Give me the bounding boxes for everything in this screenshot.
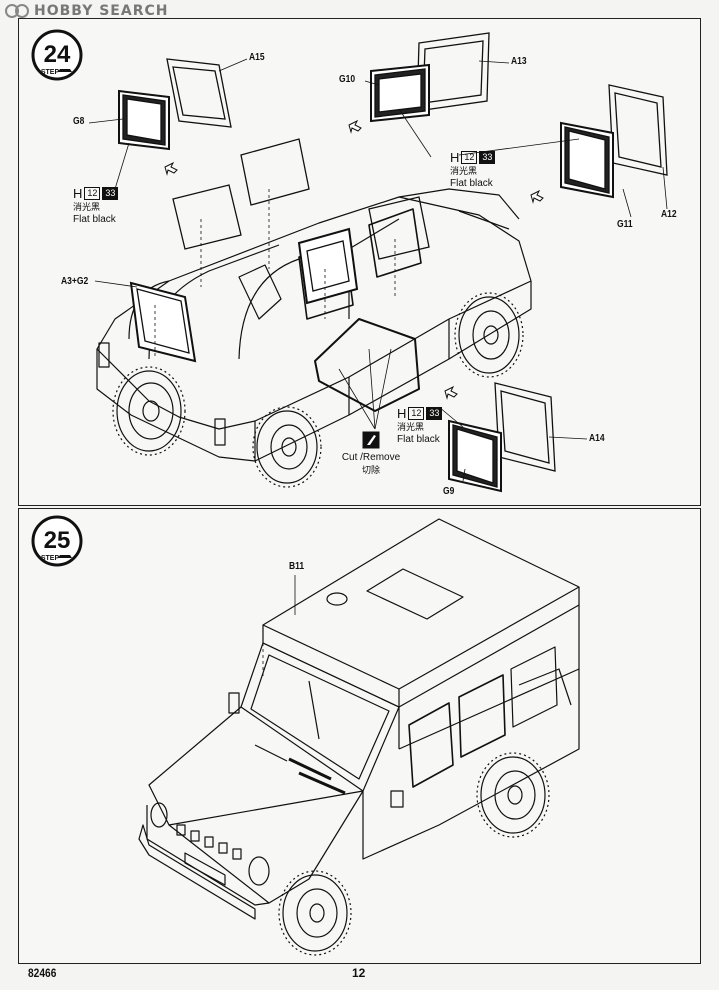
part-label-a13: A13 <box>511 56 527 67</box>
step-24-number: 24 <box>44 41 71 68</box>
step-25-number: 25 <box>44 527 71 554</box>
step-24-panel: 24 STEP <box>18 18 701 506</box>
hobby-search-logo-icon <box>5 4 29 18</box>
part-label-a14: A14 <box>589 433 605 444</box>
paint-name-cn: 消光黑 <box>73 202 101 213</box>
paint-name-cn: 消光黑 <box>450 166 478 177</box>
step-25-drawing <box>138 518 580 956</box>
step-24-badge: 24 STEP <box>31 29 83 81</box>
watermark: HOBBY SEARCH <box>4 2 168 20</box>
paint-code-box: 12 <box>461 151 478 164</box>
part-label-b11: B11 <box>289 561 305 572</box>
paint-name-cn: 消光黑 <box>397 422 425 433</box>
paint-name-en: Flat black <box>450 177 493 189</box>
tank-icon <box>58 555 72 558</box>
paint-code-box-dark: 33 <box>479 151 496 164</box>
step-24-drawing <box>88 32 668 493</box>
paint-code-box: 12 <box>84 187 101 200</box>
cut-remove-text: Cut /Remove <box>341 452 401 463</box>
part-label-a12: A12 <box>661 209 677 220</box>
tank-icon <box>58 69 72 72</box>
paint-name-en: Flat black <box>397 433 440 445</box>
step-25-badge: 25 STEP <box>31 515 83 567</box>
cut-remove-note: Cut /Remove 切除 <box>331 431 411 476</box>
page-number: 12 <box>352 966 366 980</box>
part-label-g10: G10 <box>339 74 356 85</box>
paint-name-en: Flat black <box>73 213 116 225</box>
paint-letter: H <box>73 185 83 201</box>
part-label-a3-g2: A3+G2 <box>61 276 89 287</box>
part-label-a15: A15 <box>249 52 265 63</box>
part-label-g11: G11 <box>617 219 633 230</box>
step-24-word: STEP <box>41 69 60 76</box>
paint-letter: H <box>450 149 460 165</box>
product-code: 82466 <box>28 966 57 980</box>
paint-code-box-dark: 33 <box>102 187 119 200</box>
part-label-g8: G8 <box>73 116 85 127</box>
paint-code-box-dark: 33 <box>426 407 443 420</box>
step-25-word: STEP <box>41 555 60 562</box>
cut-remove-text-cn: 切除 <box>361 466 380 476</box>
step-25-panel: 25 STEP <box>18 508 701 964</box>
knife-icon <box>362 431 380 449</box>
part-label-g9: G9 <box>443 486 455 497</box>
paint-letter: H <box>397 405 407 421</box>
paint-code-box: 12 <box>408 407 425 420</box>
watermark-text: HOBBY SEARCH <box>34 3 169 19</box>
